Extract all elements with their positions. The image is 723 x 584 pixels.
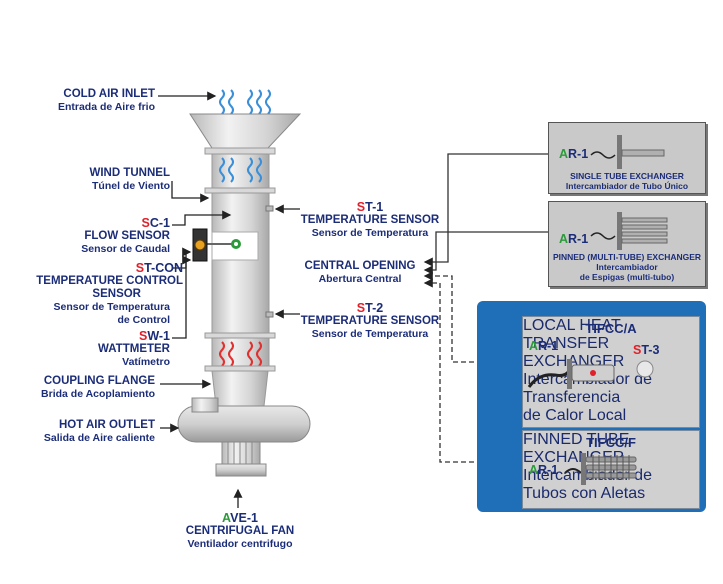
pinned-subtitle-line1: Intercambiador xyxy=(596,262,658,272)
tifcc-a-code-rest: R-1 xyxy=(538,339,559,353)
tifcc-a-box: TIFCC/A AR-1 ST-3 LOCAL HEAT TRANSFER EX… xyxy=(522,316,700,428)
wind-tunnel-title: WIND TUNNEL xyxy=(89,167,171,179)
single-tube-subtitle: Intercambiador de Tubo Único xyxy=(565,181,689,191)
pinned-subtitle-line2: de Espigas (multi-tubo) xyxy=(579,272,675,282)
st2-code-prefix: S xyxy=(356,301,366,315)
st3-code-prefix: S xyxy=(633,343,642,357)
hot-air-outlet-subtitle: Salida de Aire caliente xyxy=(43,432,155,444)
st2-subtitle: Sensor de Temperatura xyxy=(311,328,429,340)
temp-control-title-line2: SENSOR xyxy=(92,288,141,300)
st3-code: ST-3 xyxy=(633,343,659,357)
pinned-exchanger-box: AR-1 PINNED (MULTI-TUBE) EXCHANGER Inter… xyxy=(548,201,706,287)
fan-code: VE-1 xyxy=(230,511,258,525)
st1-code: T-1 xyxy=(365,200,384,214)
tifcc-f-code: AR-1 xyxy=(529,463,558,477)
tifcc-f-code-rest: R-1 xyxy=(538,463,559,477)
fan-subtitle: Ventilador centrifugo xyxy=(187,538,293,550)
single-tube-code-prefix: A xyxy=(559,147,569,161)
temp-control-title-line1: TEMPERATURE CONTROL xyxy=(36,275,183,287)
pinned-code-rest: R-1 xyxy=(568,232,589,246)
wattmeter-title: WATTMETER xyxy=(98,343,170,355)
tifcc-a-code: AR-1 xyxy=(529,339,558,353)
flow-sensor-subtitle: Sensor de Caudal xyxy=(81,243,170,255)
wattmeter-code: W-1 xyxy=(147,329,170,343)
pinned-tube-icon xyxy=(590,212,668,250)
temp-control-subtitle-line2: de Control xyxy=(117,314,171,326)
coupling-flange-title: COUPLING FLANGE xyxy=(43,375,155,387)
central-opening-title: CENTRAL OPENING xyxy=(304,260,416,272)
temp-control-code-prefix: S xyxy=(135,261,145,275)
wattmeter-label: SW-1 WATTMETER Vatímetro xyxy=(30,330,170,369)
cold-air-inlet-title: COLD AIR INLET xyxy=(63,88,155,100)
cold-air-inlet-label: COLD AIR INLET Entrada de Aire frio xyxy=(30,88,155,114)
central-opening-subtitle: Abertura Central xyxy=(318,273,402,285)
centrifugal-fan-drawing xyxy=(177,397,311,477)
tifcc-a-title: LOCAL HEAT TRANSFER EXCHANGER xyxy=(523,317,625,370)
centrifugal-fan-label: AVE-1 CENTRIFUGAL FAN Ventilador centrif… xyxy=(165,512,315,551)
st3-code-rest: T-3 xyxy=(641,343,660,357)
finned-tube-icon xyxy=(564,453,637,485)
temp-control-label: ST-CON TEMPERATURE CONTROL SENSOR Sensor… xyxy=(20,262,183,327)
wind-tunnel-subtitle: Túnel de Viento xyxy=(92,180,170,192)
coupling-flange-shape xyxy=(211,370,269,407)
wind-tunnel-body xyxy=(211,192,270,334)
tifcc-f-code-prefix: A xyxy=(529,463,539,477)
fan-title: CENTRIFUGAL FAN xyxy=(185,525,295,537)
wattmeter-code-prefix: S xyxy=(138,329,148,343)
st1-label: ST-1 TEMPERATURE SENSOR Sensor de Temper… xyxy=(295,201,445,240)
hot-air-outlet-title: HOT AIR OUTLET xyxy=(58,419,155,431)
pinned-title: PINNED (MULTI-TUBE) EXCHANGER xyxy=(552,252,702,262)
tifcc-a-code-prefix: A xyxy=(529,339,539,353)
cold-air-inlet-subtitle: Entrada de Aire frio xyxy=(57,101,155,113)
cold-air-waves xyxy=(219,89,271,115)
temp-control-code: T-CON xyxy=(144,261,183,275)
st1-subtitle: Sensor de Temperatura xyxy=(311,227,429,239)
pinned-code: AR-1 xyxy=(559,232,588,246)
st2-label: ST-2 TEMPERATURE SENSOR Sensor de Temper… xyxy=(295,302,445,341)
flow-sensor-code-prefix: S xyxy=(141,216,150,230)
st2-code: T-2 xyxy=(365,301,384,315)
st1-code-prefix: S xyxy=(356,200,366,214)
single-tube-title: SINGLE TUBE EXCHANGER xyxy=(570,171,684,181)
single-tube-code: AR-1 xyxy=(559,147,588,161)
hot-air-outlet-label: HOT AIR OUTLET Salida de Aire caliente xyxy=(5,419,155,445)
pinned-code-prefix: A xyxy=(559,232,569,246)
central-opening-label: CENTRAL OPENING Abertura Central xyxy=(300,260,420,286)
st2-title: TEMPERATURE SENSOR xyxy=(300,315,440,327)
flow-sensor-label: SC-1 FLOW SENSOR Sensor de Caudal xyxy=(30,217,170,256)
coupling-flange-subtitle: Brida de Acoplamiento xyxy=(41,388,155,400)
temp-control-subtitle-line1: Sensor de Temperatura xyxy=(53,301,170,313)
tifcc-f-header: TIFCC/F xyxy=(586,435,636,450)
tifcc-a-header: TIFCC/A xyxy=(585,321,637,336)
tifcc-panel: TIFCC/A AR-1 ST-3 LOCAL HEAT TRANSFER EX… xyxy=(477,301,706,512)
local-heat-exchanger-icon xyxy=(527,359,654,389)
fan-code-prefix: A xyxy=(222,511,231,525)
coupling-flange-label: COUPLING FLANGE Brida de Acoplamiento xyxy=(20,375,155,401)
tifcc-a-subtitle-line2: de Calor Local xyxy=(523,407,627,424)
wind-tunnel-label: WIND TUNNEL Túnel de Viento xyxy=(30,167,171,193)
single-tube-code-rest: R-1 xyxy=(568,147,589,161)
single-tube-icon xyxy=(590,135,665,169)
wattmeter-subtitle: Vatímetro xyxy=(122,356,170,368)
inlet-funnel xyxy=(189,113,302,149)
st1-title: TEMPERATURE SENSOR xyxy=(300,214,440,226)
flow-sensor-title: FLOW SENSOR xyxy=(84,230,170,242)
single-tube-exchanger-box: AR-1 SINGLE TUBE EXCHANGER Intercambiado… xyxy=(548,122,706,194)
tifcc-f-box: TIFCC/F AR-1 FINNED TUBE EXCHANGER Inter… xyxy=(522,430,700,509)
flow-sensor-code: C-1 xyxy=(149,216,170,230)
